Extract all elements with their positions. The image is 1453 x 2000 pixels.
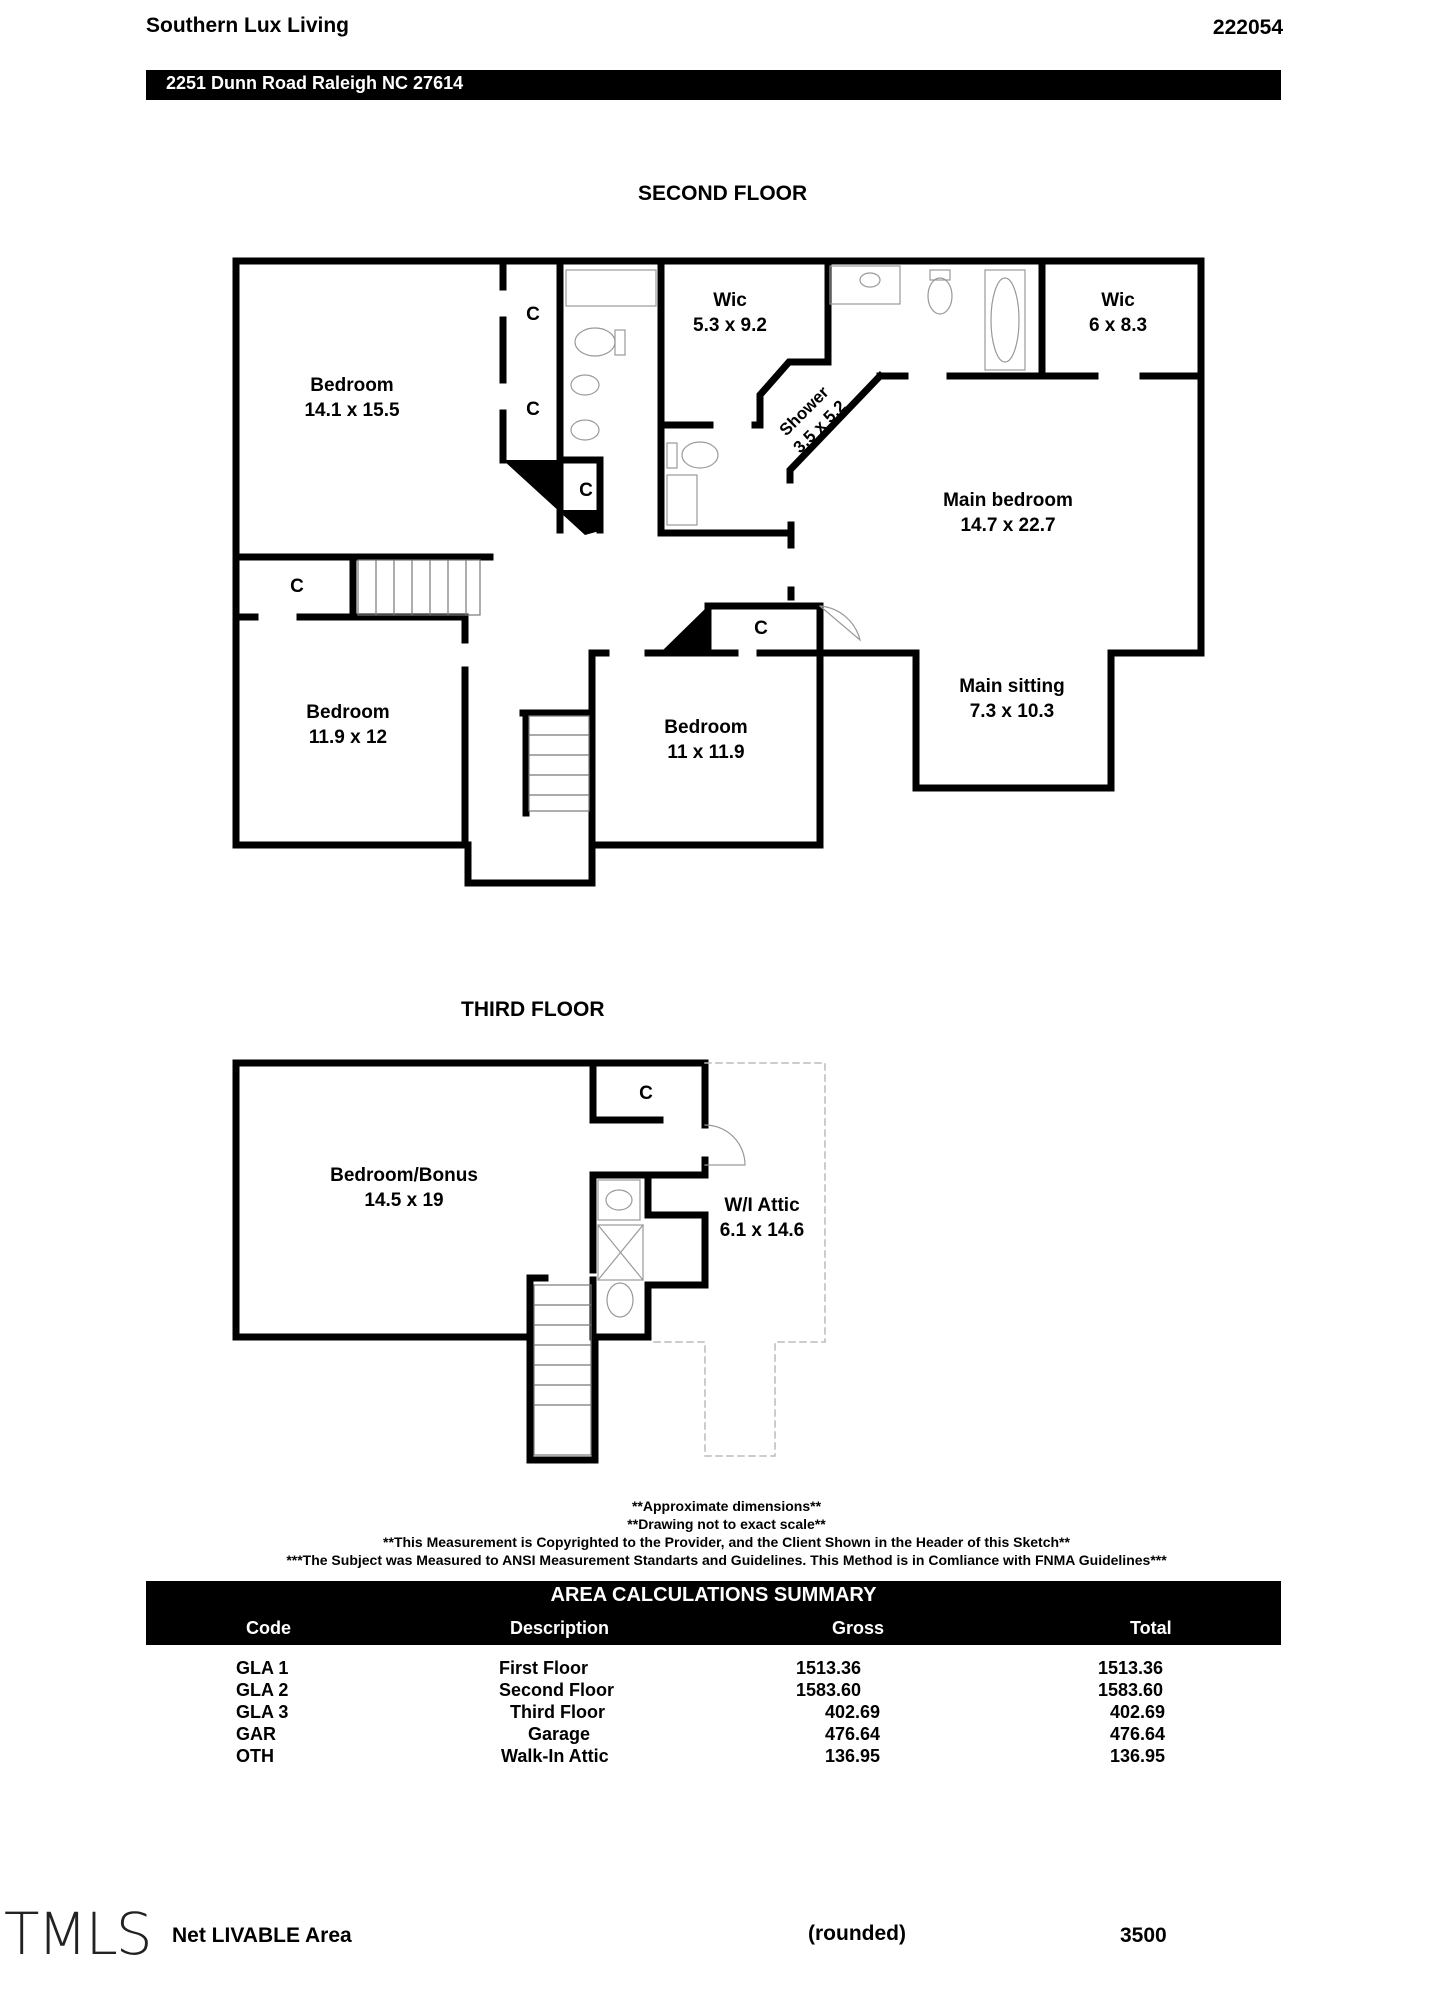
closet-label: C [526, 304, 540, 325]
code-cell: GLA 1 [236, 1658, 289, 1678]
table-row: OTH Walk-In Attic 136.95 136.95 [0, 1746, 1453, 1768]
total-cell: 1513.36 [1098, 1658, 1164, 1678]
rounded-label: (rounded) [808, 1922, 906, 1945]
second-floor-fixtures [565, 265, 1026, 642]
third-floor-title: THIRD FLOOR [461, 998, 605, 1021]
code-cell: OTH [236, 1746, 274, 1766]
sketch-id: 222054 [1212, 16, 1283, 39]
room-dimension: 7.3 x 10.3 [970, 701, 1055, 722]
table-row: GLA 1 First Floor 1513.36 1513.36 [0, 1658, 1453, 1680]
room-dimension: 6.1 x 14.6 [720, 1220, 805, 1241]
description-cell: Second Floor [499, 1680, 615, 1700]
area-summary-header: AREA CALCULATIONS SUMMARY Code Descripti… [146, 1581, 1281, 1645]
room-label: Bedroom/Bonus [330, 1165, 478, 1186]
gross-cell: 402.69 [825, 1702, 881, 1722]
second-floor-walls [232, 257, 1205, 887]
room-dimension: 11 x 11.9 [667, 742, 744, 763]
col-header-code: Code [246, 1618, 291, 1638]
room-dimension: 14.5 x 19 [364, 1190, 443, 1211]
closet-label: C [579, 480, 593, 501]
code-cell: GAR [236, 1724, 276, 1744]
gross-cell: 476.64 [825, 1724, 881, 1744]
second-floor-title: SECOND FLOOR [638, 182, 808, 205]
note-line: ***The Subject was Measured to ANSI Meas… [286, 1552, 1167, 1568]
closet-label: C [639, 1083, 653, 1104]
second-floor-chases [503, 460, 708, 653]
mls-logo: TMLS [4, 1900, 153, 1968]
room-label: Wic [1101, 290, 1135, 311]
closet-label: C [526, 399, 540, 420]
table-row: GLA 2 Second Floor 1583.60 1583.60 [0, 1680, 1453, 1702]
third-floor-plan [232, 1059, 826, 1464]
description-cell: First Floor [499, 1658, 588, 1678]
room-dimension: 14.7 x 22.7 [960, 515, 1055, 536]
second-floor-plan [232, 257, 1205, 887]
table-row: GLA 3 Third Floor 402.69 402.69 [0, 1702, 1453, 1724]
total-cell: 476.64 [1110, 1724, 1166, 1744]
address-bar: 2251 Dunn Road Raleigh NC 27614 [146, 70, 1281, 100]
total-cell: 402.69 [1110, 1702, 1166, 1722]
gross-cell: 1583.60 [796, 1680, 862, 1700]
second-floor-stairs [357, 559, 590, 812]
col-header-total: Total [1130, 1618, 1172, 1638]
room-dimension: 5.3 x 9.2 [693, 315, 767, 336]
net-livable-value: 3500 [1120, 1924, 1167, 1947]
total-cell: 136.95 [1110, 1746, 1166, 1766]
col-header-description: Description [510, 1618, 610, 1638]
room-label: Wic [713, 290, 747, 311]
room-dimension: 6 x 8.3 [1089, 315, 1147, 336]
description-cell: Walk-In Attic [501, 1746, 609, 1766]
note-line: **This Measurement is Copyrighted to the… [383, 1534, 1070, 1550]
code-cell: GLA 3 [236, 1702, 289, 1722]
closet-label: C [290, 576, 304, 597]
room-label: Main sitting [959, 676, 1065, 697]
room-label: Main bedroom [943, 490, 1073, 511]
room-label: Bedroom [306, 702, 389, 723]
net-livable-label: Net LIVABLE Area [172, 1924, 352, 1947]
note-line: **Drawing not to exact scale** [627, 1516, 826, 1532]
company-name: Southern Lux Living [146, 14, 349, 37]
room-dimension: 14.1 x 15.5 [304, 400, 400, 421]
address: 2251 Dunn Road Raleigh NC 27614 [166, 73, 464, 93]
total-cell: 1583.60 [1098, 1680, 1164, 1700]
description-cell: Garage [528, 1724, 591, 1744]
room-label: Bedroom [664, 717, 747, 738]
table-row: GAR Garage 476.64 476.64 [0, 1724, 1453, 1746]
room-dimension: 11.9 x 12 [309, 727, 387, 748]
gross-cell: 1513.36 [796, 1658, 862, 1678]
summary-title: AREA CALCULATIONS SUMMARY [550, 1584, 877, 1606]
note-line: **Approximate dimensions** [631, 1498, 822, 1514]
col-header-gross: Gross [832, 1618, 885, 1638]
room-label: W/I Attic [724, 1195, 800, 1216]
room-label: Bedroom [310, 375, 393, 396]
code-cell: GLA 2 [236, 1680, 289, 1700]
gross-cell: 136.95 [825, 1746, 881, 1766]
description-cell: Third Floor [510, 1702, 605, 1722]
closet-label: C [754, 618, 768, 639]
